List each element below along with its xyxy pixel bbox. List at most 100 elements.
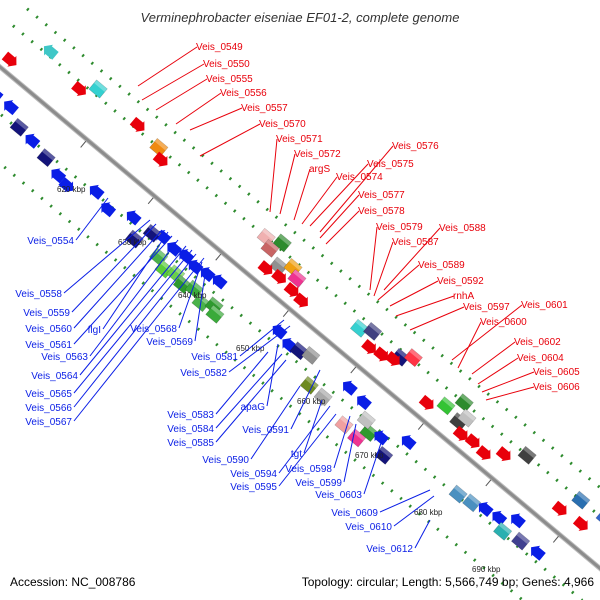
- gene-block[interactable]: [269, 256, 289, 276]
- gene-arrow-reverse[interactable]: [474, 498, 494, 518]
- gene-arrow-reverse[interactable]: [339, 377, 359, 397]
- gene-arrow-forward[interactable]: [463, 432, 483, 452]
- gene-arrow-forward[interactable]: [360, 337, 380, 357]
- gene-arrow-forward[interactable]: [57, 176, 77, 196]
- gene-label[interactable]: argS: [309, 164, 330, 175]
- gene-label[interactable]: Veis_0577: [358, 190, 405, 201]
- gene-arrow-reverse[interactable]: [507, 510, 527, 530]
- gene-block[interactable]: [511, 531, 531, 551]
- gene-arrow-reverse[interactable]: [370, 427, 390, 447]
- gene-block[interactable]: [347, 428, 367, 448]
- gene-arrow-reverse[interactable]: [122, 207, 142, 227]
- gene-arrow-forward[interactable]: [474, 444, 494, 464]
- gene-label[interactable]: Veis_0572: [294, 149, 341, 160]
- gene-block[interactable]: [260, 238, 280, 258]
- gene-label[interactable]: Veis_0579: [376, 222, 423, 233]
- gene-arrow-reverse[interactable]: [353, 391, 373, 411]
- gene-label[interactable]: Veis_0592: [437, 276, 484, 287]
- gene-arrow-reverse[interactable]: [0, 96, 20, 116]
- gene-block[interactable]: [36, 148, 56, 168]
- gene-label[interactable]: Veis_0578: [358, 206, 405, 217]
- gene-label[interactable]: Veis_0612: [366, 544, 413, 555]
- gene-block[interactable]: [9, 117, 29, 137]
- gene-arrow-forward[interactable]: [0, 50, 20, 70]
- gene-label[interactable]: Veis_0555: [206, 74, 253, 85]
- gene-arrow-forward[interactable]: [256, 259, 276, 279]
- gene-label[interactable]: Veis_0610: [345, 522, 392, 533]
- gene-block[interactable]: [287, 269, 307, 288]
- gene-block[interactable]: [142, 223, 162, 243]
- gene-label[interactable]: Veis_0550: [203, 59, 250, 70]
- gene-label[interactable]: Veis_0595: [230, 482, 277, 493]
- gene-label[interactable]: Veis_0554: [27, 236, 74, 247]
- gene-arrow-forward[interactable]: [451, 424, 471, 444]
- gene-label[interactable]: Veis_0584: [167, 424, 214, 435]
- gene-label[interactable]: Veis_0574: [336, 172, 383, 183]
- gene-arrow-forward[interactable]: [384, 349, 404, 369]
- gene-block[interactable]: [457, 408, 477, 428]
- gene-label[interactable]: Veis_0601: [521, 300, 568, 311]
- gene-block[interactable]: [517, 445, 537, 465]
- gene-arrow-forward[interactable]: [372, 345, 392, 365]
- gene-block[interactable]: [349, 318, 370, 338]
- gene-label[interactable]: Veis_0597: [463, 302, 510, 313]
- gene-block[interactable]: [272, 233, 292, 253]
- gene-label[interactable]: Veis_0556: [220, 88, 267, 99]
- gene-arrow-reverse[interactable]: [527, 542, 547, 562]
- gene-label[interactable]: Veis_0604: [517, 353, 564, 364]
- gene-label[interactable]: Veis_0571: [276, 134, 323, 145]
- gene-label[interactable]: Veis_0559: [23, 308, 70, 319]
- gene-label[interactable]: Veis_0564: [31, 371, 78, 382]
- gene-arrow-reverse[interactable]: [488, 507, 508, 527]
- gene-label[interactable]: apaG: [241, 402, 266, 413]
- gene-label[interactable]: Veis_0587: [392, 237, 439, 248]
- gene-block[interactable]: [454, 393, 474, 413]
- gene-block[interactable]: [88, 79, 108, 99]
- gene-block[interactable]: [436, 396, 456, 416]
- gene-arrow-reverse[interactable]: [39, 41, 59, 61]
- gene-block[interactable]: [313, 387, 333, 407]
- gene-block[interactable]: [363, 321, 383, 341]
- gene-label[interactable]: Veis_0606: [533, 382, 580, 393]
- gene-block[interactable]: [205, 304, 225, 324]
- gene-arrow-reverse[interactable]: [85, 181, 105, 201]
- gene-label[interactable]: Veis_0569: [146, 337, 193, 348]
- gene-arrow-reverse[interactable]: [268, 321, 288, 341]
- gene-block[interactable]: [299, 375, 319, 395]
- gene-label[interactable]: Veis_0561: [25, 340, 72, 351]
- gene-arrow-forward[interactable]: [572, 514, 592, 534]
- gene-label[interactable]: Veis_0590: [202, 455, 249, 466]
- gene-label[interactable]: tgt: [291, 449, 302, 460]
- gene-label[interactable]: Veis_0603: [315, 490, 362, 501]
- gene-arrow-forward[interactable]: [494, 445, 514, 465]
- gene-arrow-forward[interactable]: [70, 79, 90, 99]
- gene-arrow-reverse[interactable]: [196, 263, 216, 283]
- gene-arrow-reverse[interactable]: [47, 164, 67, 184]
- gene-arrow-forward[interactable]: [270, 267, 290, 287]
- gene-arrow-forward[interactable]: [550, 499, 570, 519]
- gene-label[interactable]: Veis_0602: [514, 337, 561, 348]
- gene-arrow-forward[interactable]: [282, 280, 302, 300]
- gene-label[interactable]: Veis_0588: [439, 223, 486, 234]
- gene-label[interactable]: rnhA: [453, 291, 474, 302]
- gene-arrow-reverse[interactable]: [208, 271, 228, 291]
- gene-block[interactable]: [403, 348, 423, 368]
- gene-label[interactable]: Veis_0565: [25, 389, 72, 400]
- gene-label[interactable]: Veis_0581: [191, 352, 238, 363]
- gene-label[interactable]: Veis_0557: [241, 103, 288, 114]
- gene-block[interactable]: [124, 229, 144, 249]
- gene-label[interactable]: Veis_0560: [25, 324, 72, 335]
- gene-arrow-forward[interactable]: [151, 150, 171, 170]
- gene-label[interactable]: Veis_0566: [25, 403, 72, 414]
- gene-label[interactable]: Veis_0570: [259, 119, 306, 130]
- gene-block[interactable]: [462, 493, 482, 513]
- gene-label[interactable]: Veis_0568: [130, 324, 177, 335]
- gene-label[interactable]: Veis_0575: [367, 159, 414, 170]
- gene-label[interactable]: Veis_0585: [167, 438, 214, 449]
- gene-label[interactable]: Veis_0591: [242, 425, 289, 436]
- gene-block[interactable]: [448, 484, 468, 504]
- gene-block[interactable]: [571, 490, 591, 510]
- gene-label[interactable]: Veis_0576: [392, 141, 439, 152]
- gene-block[interactable]: [149, 138, 169, 157]
- gene-arrow-forward[interactable]: [417, 393, 437, 413]
